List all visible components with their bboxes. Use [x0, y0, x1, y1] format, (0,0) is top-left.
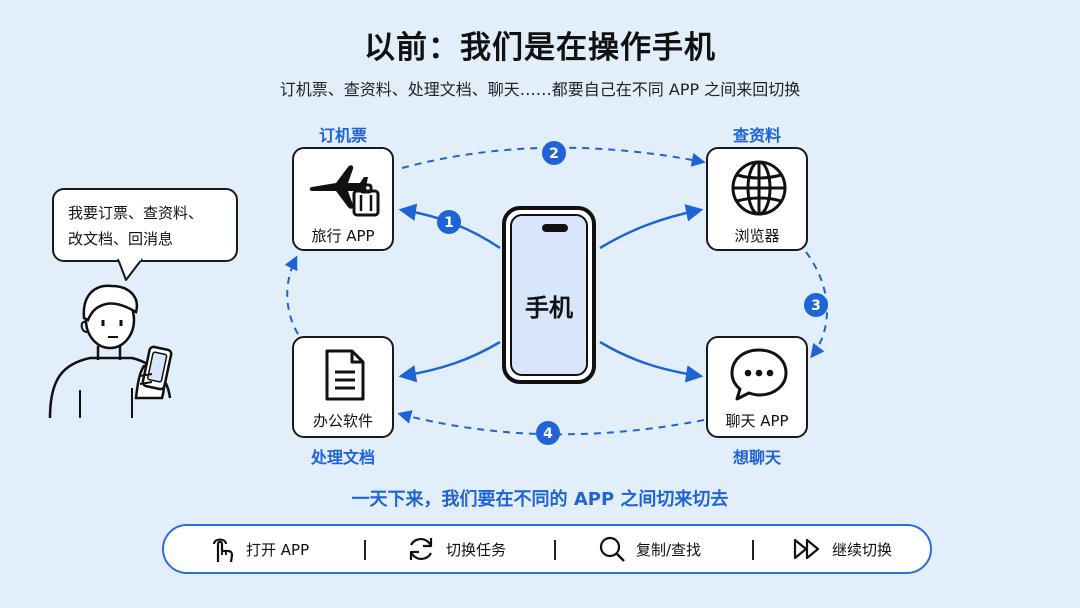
person-with-phone-illustration: [48, 284, 173, 419]
globe-icon: [731, 160, 787, 216]
phone-label: 手机: [525, 294, 573, 322]
tool-switch-task: 切换任务: [406, 526, 506, 572]
chat-bottom-label: 想聊天: [732, 448, 781, 467]
bottom-caption: 一天下来，我们要在不同的 APP 之间切来切去: [351, 489, 729, 510]
speech-line-1: 我要订票、查资料、: [68, 204, 204, 222]
document-icon: [325, 349, 365, 401]
solid-arrow-browser: [599, 204, 704, 250]
toolbar-divider: [752, 540, 754, 560]
dashed-arrow-top: [401, 146, 706, 169]
speech-line-2: 改文档、回消息: [68, 230, 174, 248]
tool-open-app: 打开 APP: [208, 526, 309, 572]
svg-text:4: 4: [543, 426, 553, 442]
step-badge-2: 2: [542, 141, 566, 165]
step-badge-3: 3: [804, 293, 828, 317]
tool-label-copy-find: 复制/查找: [636, 540, 702, 559]
travel-top-label: 订机票: [318, 126, 367, 145]
toolbar-divider: [554, 540, 556, 560]
speech-bubble: 我要订票、查资料、 改文档、回消息: [52, 188, 238, 262]
browser-card: 浏览器: [706, 147, 808, 251]
tool-label-switch-task: 切换任务: [446, 540, 507, 559]
phone-notch: [542, 224, 568, 232]
solid-arrow-office: [398, 340, 501, 383]
tap-hand-icon: [213, 538, 234, 563]
tool-copy-find: 复制/查找: [598, 526, 701, 572]
svg-text:3: 3: [811, 298, 821, 314]
travel-app-name: 旅行 APP: [311, 227, 375, 245]
svg-text:1: 1: [444, 215, 454, 231]
step-badge-1: 1: [437, 210, 461, 234]
chat-bubble-icon: [730, 348, 788, 401]
refresh-icon: [409, 537, 433, 561]
tool-label-open-app: 打开 APP: [246, 540, 310, 559]
phone-screen: 手机: [510, 214, 588, 376]
page-subtitle: 订机票、查资料、处理文档、聊天……都要自己在不同 APP 之间来回切换: [279, 80, 801, 99]
toolbar-divider: [364, 540, 366, 560]
office-app-name: 办公软件: [312, 412, 373, 430]
speech-bubble-tail: [117, 258, 143, 281]
dashed-arrow-left: [284, 255, 299, 335]
fast-forward-icon: [793, 538, 820, 560]
travel-app-card: 旅行 APP: [292, 147, 394, 251]
tool-keep-switching: 继续切换: [792, 526, 892, 572]
dashed-arrow-bottom: [397, 410, 705, 436]
action-toolbar: 打开 APP 切换任务 复制/查找 继续切换: [162, 524, 932, 574]
page-title: 以前：我们是在操作手机: [364, 30, 716, 66]
search-icon: [599, 536, 625, 562]
tool-label-keep-switching: 继续切换: [832, 540, 893, 559]
browser-name: 浏览器: [734, 227, 780, 245]
dashed-arrow-right: [805, 251, 828, 359]
phone-device: 手机: [502, 206, 596, 384]
office-bottom-label: 处理文档: [310, 448, 375, 467]
solid-arrow-chat: [599, 340, 704, 383]
chat-app-name: 聊天 APP: [725, 412, 789, 430]
browser-top-label: 查资料: [732, 126, 781, 145]
chat-app-card: 聊天 APP: [706, 336, 808, 438]
airplane-luggage-icon: [309, 165, 380, 217]
step-badge-4: 4: [536, 421, 560, 445]
office-app-card: 办公软件: [292, 336, 394, 438]
svg-text:2: 2: [549, 146, 559, 162]
